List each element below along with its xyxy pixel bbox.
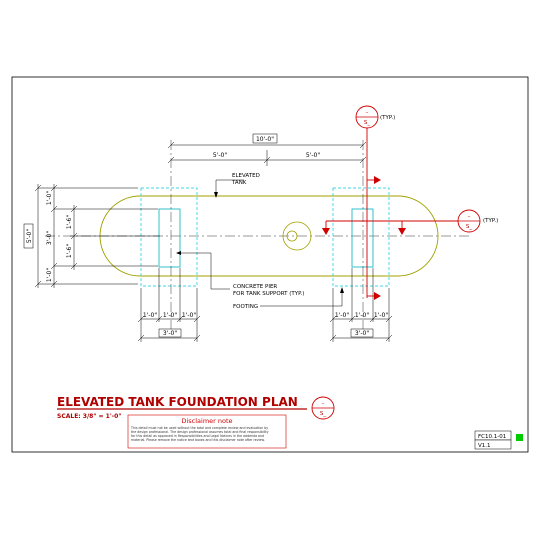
- footing-right-total-box: [350, 328, 374, 338]
- leader-arrow-tank: [214, 192, 218, 198]
- dim-overall: 10'-0": [256, 136, 274, 143]
- section-right-dash: –: [468, 214, 471, 220]
- disclaimer-line-2: the design professional. The design prof…: [131, 430, 269, 434]
- dim-footing-right-a: 1'-0": [335, 312, 349, 319]
- section-symbol-top: [355, 105, 379, 129]
- label-elevated-tank-1: ELEVATED: [232, 173, 260, 179]
- section-symbol-title: [311, 396, 335, 420]
- leader-concrete-pier: [181, 252, 230, 290]
- section-top-ref: S_: [364, 120, 370, 126]
- disclaimer-box: [127, 414, 287, 449]
- disclaimer-line-3: for this detail as approved in Responsib…: [131, 434, 264, 438]
- drawing-title: ELEVATED TANK FOUNDATION PLAN: [57, 395, 298, 409]
- dim-footing-left-a: 1'-0": [143, 312, 157, 319]
- label-elevated-tank-2: TANK: [231, 180, 247, 186]
- dim-left-top: 1'-0": [46, 191, 53, 205]
- dim-footing-right-total: 3'-0": [355, 330, 369, 337]
- dimension-top-overall: [167, 141, 367, 149]
- label-concrete-pier-1: CONCRETE PIER: [233, 284, 277, 290]
- label-footing: FOOTING: [233, 304, 258, 310]
- dim-left-total: 5'-0": [26, 229, 33, 243]
- status-indicator-icon: [516, 434, 523, 441]
- disclaimer-title: Disclaimer note: [181, 417, 232, 425]
- title-block-sheet-id: FC10.1-01: [478, 434, 506, 440]
- overall-dim-box: [252, 133, 278, 144]
- disclaimer-line-4: material. Please remove the notice text …: [131, 438, 265, 442]
- footing-left-total-box: [158, 328, 182, 338]
- title-block-version-box: [474, 439, 512, 450]
- elevated-tank-outline: [99, 195, 439, 277]
- leader-arrow-footing: [340, 287, 344, 293]
- leader-elevated-tank: [215, 179, 244, 197]
- section-symbol-right: [457, 209, 481, 233]
- footing-left: [140, 187, 198, 287]
- leader-arrow-pier: [176, 251, 181, 255]
- dimension-top-halves: [167, 150, 367, 166]
- tank-manhole-inner: [286, 230, 298, 242]
- dim-left-mid: 3'-0": [46, 231, 53, 245]
- sheet-border: [11, 76, 529, 453]
- label-typ-right: (TYP.): [483, 218, 498, 224]
- leader-footing: [260, 288, 343, 307]
- label-typ-top: (TYP.): [380, 115, 395, 121]
- section-top-dash: –: [366, 110, 369, 116]
- dim-footing-right-b: 1'-0": [355, 312, 369, 319]
- label-concrete-pier-2: FOR TANK SUPPORT (TYP.): [233, 291, 304, 297]
- disclaimer-line-1: This detail must not be used without the…: [130, 426, 268, 430]
- dimension-left-vertical: [34, 184, 160, 288]
- title-block-version: V1.1: [478, 443, 491, 449]
- section-title-dash: –: [322, 401, 325, 407]
- section-right-ref: S_: [466, 224, 472, 230]
- dim-footing-left-total: 3'-0": [163, 330, 177, 337]
- tank-manhole-outer: [282, 221, 312, 251]
- dimension-footing-left: [137, 268, 201, 342]
- footing-right: [332, 187, 390, 287]
- drawing-scale: SCALE: 3/8" = 1'-0": [57, 413, 121, 420]
- section-arrow-left: [322, 228, 330, 235]
- section-title-ref: S_: [320, 411, 326, 417]
- section-arrow-top: [374, 176, 381, 184]
- section-arrow-bottom: [374, 292, 381, 300]
- dim-inner-bot: 1'-6": [66, 244, 73, 258]
- dim-left-bot: 1'-0": [46, 268, 53, 282]
- dimension-footing-right: [329, 268, 393, 342]
- left-total-dim-box: [23, 223, 34, 249]
- pier-right: [351, 208, 374, 268]
- dim-inner-top: 1'-6": [66, 215, 73, 229]
- dim-footing-right-c: 1'-0": [374, 312, 388, 319]
- dim-footing-left-b: 1'-0": [163, 312, 177, 319]
- dim-left-half: 5'-0": [213, 152, 227, 159]
- pier-left: [158, 208, 181, 268]
- section-arrow-right: [398, 228, 406, 235]
- dim-footing-left-c: 1'-0": [182, 312, 196, 319]
- dim-right-half: 5'-0": [306, 152, 320, 159]
